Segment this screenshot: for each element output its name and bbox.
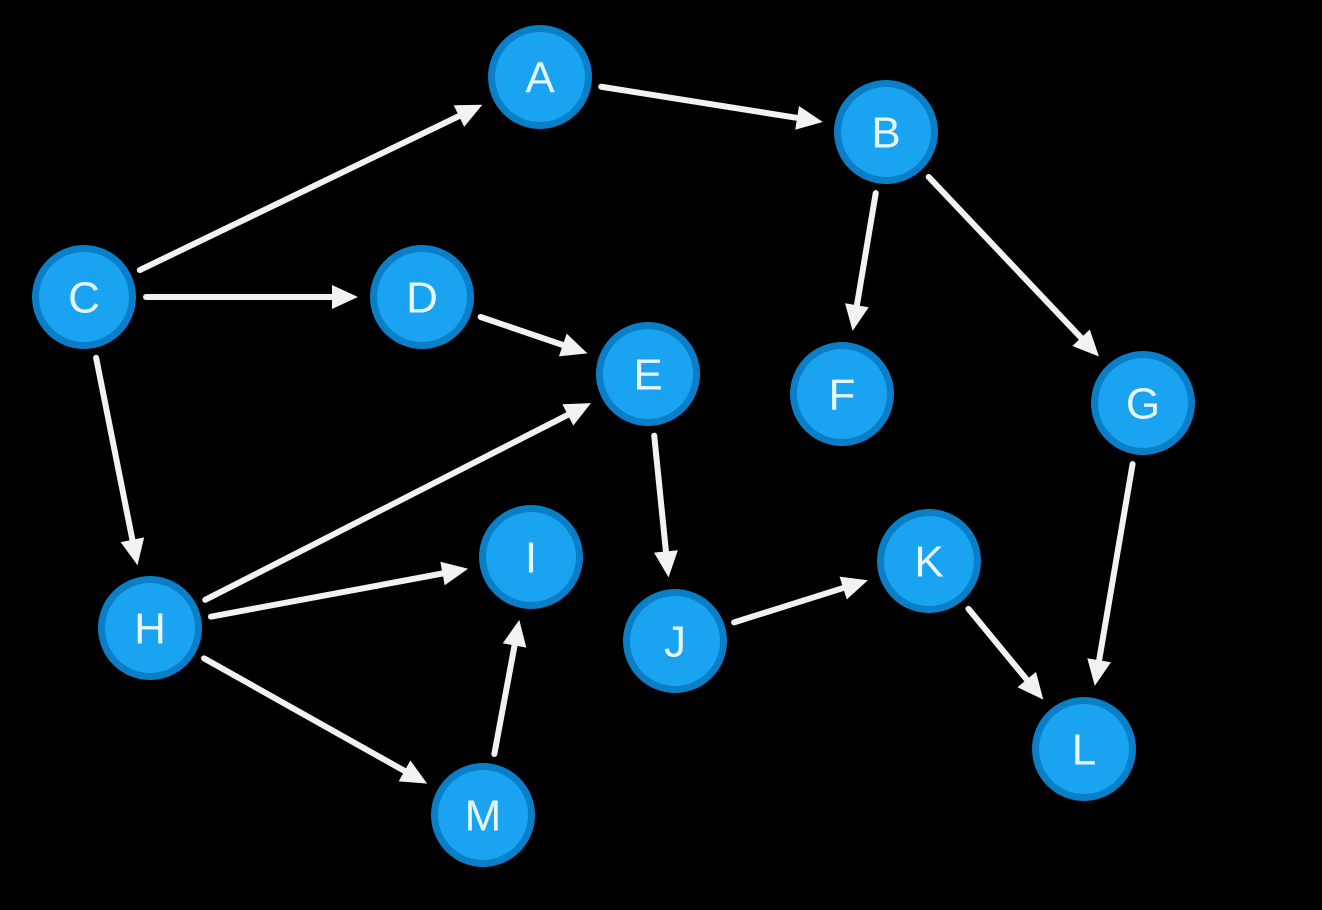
edge-k-to-l [965, 605, 1044, 700]
node-label: L [1072, 726, 1096, 775]
node-b: B [834, 80, 938, 184]
node-j: J [623, 589, 727, 693]
node-d: D [370, 245, 474, 349]
node-label: D [406, 274, 438, 323]
edge-b-to-g [925, 173, 1099, 357]
edge-line [201, 655, 410, 775]
node-g: G [1091, 351, 1195, 455]
node-label: G [1126, 380, 1160, 429]
edge-line [598, 83, 803, 122]
arrowhead-icon [440, 561, 469, 586]
edge-line [93, 354, 136, 545]
edge-h-to-m [201, 655, 428, 784]
edge-h-to-e [202, 403, 591, 603]
edge-h-to-i [207, 561, 469, 620]
node-c: C [32, 245, 136, 349]
arrowhead-icon [502, 619, 527, 648]
node-label: B [871, 109, 900, 158]
node-label: F [829, 371, 856, 420]
edge-line [491, 640, 518, 758]
node-label: H [134, 605, 166, 654]
node-m: M [431, 763, 535, 867]
node-k: K [877, 509, 981, 613]
edge-c-to-h [93, 354, 145, 566]
edge-g-to-l [1087, 461, 1136, 686]
edge-line [136, 112, 464, 274]
node-label: A [525, 54, 555, 103]
node-fill [438, 770, 528, 860]
arrowhead-icon [453, 104, 483, 127]
nodes-layer: A B C D E F G H I J K L M [32, 25, 1195, 867]
node-fill [1098, 358, 1188, 448]
arrowhead-icon [558, 333, 588, 357]
edge-line [207, 570, 448, 620]
node-label: C [68, 274, 100, 323]
node-e: E [596, 322, 700, 426]
arrowhead-icon [120, 537, 145, 566]
edge-line [202, 410, 573, 603]
node-label: J [664, 618, 686, 667]
arrowhead-icon [1017, 671, 1044, 700]
edge-d-to-e [477, 313, 588, 357]
edge-line [853, 190, 879, 311]
node-fill [495, 32, 585, 122]
edge-a-to-b [598, 83, 823, 130]
edge-c-to-d [143, 285, 358, 309]
node-fill [841, 87, 931, 177]
node-a: A [488, 25, 592, 129]
arrowhead-icon [839, 576, 868, 600]
edge-line [925, 173, 1086, 343]
edge-line [1095, 461, 1136, 666]
edges-layer [93, 83, 1136, 784]
node-label: I [525, 534, 537, 583]
node-fill [884, 516, 974, 606]
node-label: M [465, 792, 502, 841]
edge-line [651, 432, 670, 557]
node-f: F [790, 342, 894, 446]
node-fill [797, 349, 887, 439]
arrowhead-icon [795, 106, 823, 130]
edge-m-to-i [491, 619, 527, 758]
node-fill [1039, 704, 1129, 794]
node-label: K [914, 538, 943, 587]
node-fill [630, 596, 720, 686]
arrowhead-icon [398, 760, 428, 784]
edge-line [477, 313, 568, 349]
arrowhead-icon [654, 550, 678, 578]
node-fill [377, 252, 467, 342]
arrowhead-icon [1087, 658, 1111, 686]
node-h: H [98, 576, 202, 680]
node-fill [39, 252, 129, 342]
arrowhead-icon [845, 303, 869, 331]
node-fill [105, 583, 195, 673]
node-i: I [479, 505, 583, 609]
node-fill [486, 512, 576, 602]
arrowhead-icon [1072, 329, 1099, 357]
arrowhead-icon [332, 285, 358, 309]
node-l: L [1032, 697, 1136, 801]
edge-e-to-j [651, 432, 678, 578]
edge-line [731, 584, 849, 626]
edge-c-to-a [136, 104, 483, 274]
edge-line [965, 605, 1032, 685]
edge-b-to-f [845, 190, 879, 331]
edge-j-to-k [731, 576, 868, 626]
arrowhead-icon [562, 403, 591, 426]
node-label: E [633, 351, 662, 400]
node-fill [603, 329, 693, 419]
